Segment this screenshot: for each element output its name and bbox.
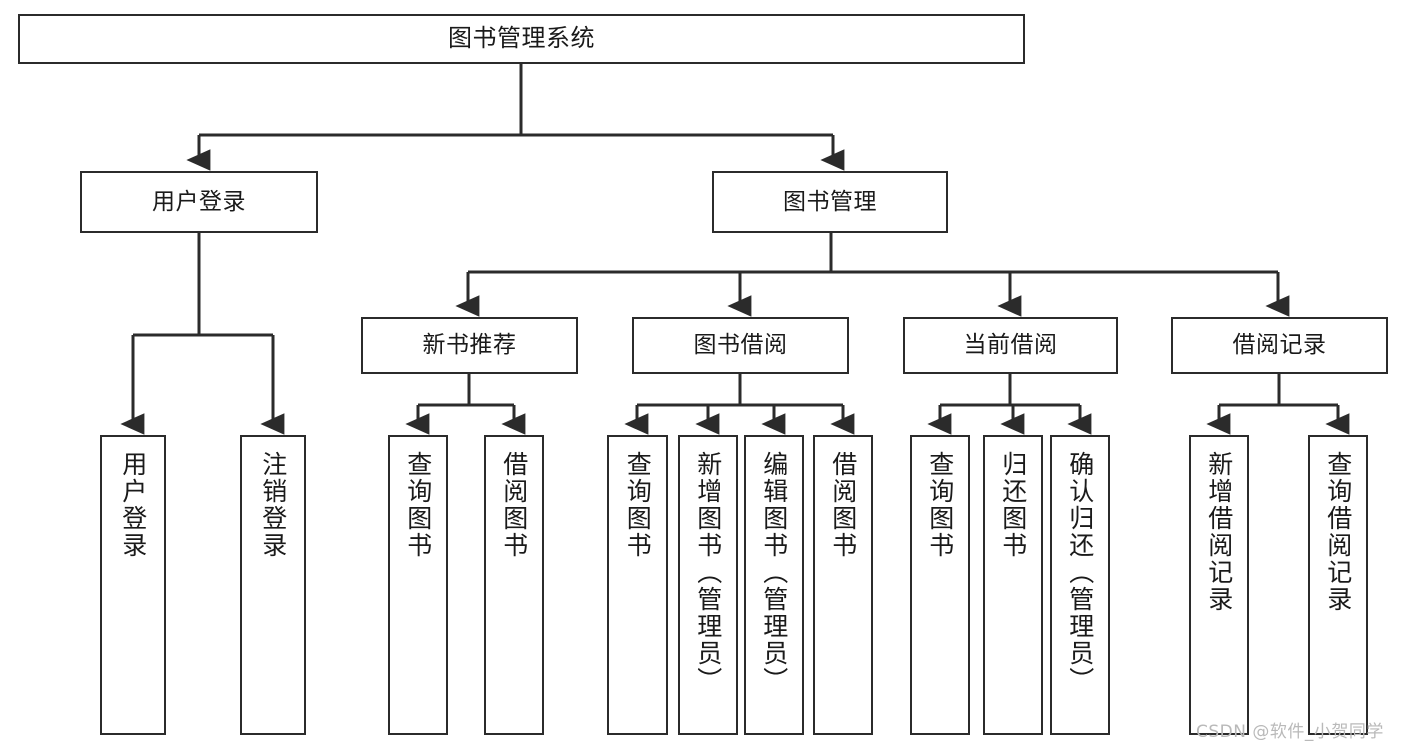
node-root[interactable]: 图书管理系统: [18, 14, 1025, 64]
node-book-manage[interactable]: 图书管理: [712, 171, 948, 233]
node-book-borrow-label: 图书借阅: [693, 332, 788, 359]
node-root-label: 图书管理系统: [448, 24, 595, 53]
node-leaf-confirm-return[interactable]: 确认归还（管理员）: [1050, 435, 1110, 735]
node-leaf-confirm-return-label: 确认归还（管理员）: [1065, 451, 1095, 694]
node-leaf-query-book-3[interactable]: 查询图书: [910, 435, 970, 735]
node-leaf-return-book-label: 归还图书: [998, 451, 1028, 559]
node-leaf-query-book-3-label: 查询图书: [925, 451, 955, 559]
node-leaf-borrow-book-1-label: 借阅图书: [499, 451, 529, 559]
node-leaf-query-record[interactable]: 查询借阅记录: [1308, 435, 1368, 735]
node-leaf-return-book[interactable]: 归还图书: [983, 435, 1043, 735]
node-leaf-add-record-label: 新增借阅记录: [1204, 451, 1234, 613]
node-book-manage-label: 图书管理: [783, 188, 877, 215]
node-leaf-add-book-label: 新增图书（管理员）: [693, 451, 723, 694]
node-leaf-borrow-book-2-label: 借阅图书: [828, 451, 858, 559]
node-leaf-query-book-1-label: 查询图书: [403, 451, 433, 559]
node-user-login[interactable]: 用户登录: [80, 171, 318, 233]
node-leaf-query-record-label: 查询借阅记录: [1323, 451, 1353, 613]
node-borrow-record-label: 借阅记录: [1232, 332, 1327, 359]
node-leaf-edit-book[interactable]: 编辑图书（管理员）: [744, 435, 804, 735]
node-book-borrow[interactable]: 图书借阅: [632, 317, 849, 374]
node-new-book-rec-label: 新书推荐: [422, 332, 517, 359]
node-leaf-edit-book-label: 编辑图书（管理员）: [759, 451, 789, 694]
node-user-login-label: 用户登录: [152, 188, 246, 215]
node-leaf-user-logout-label: 注销登录: [258, 451, 288, 559]
node-leaf-query-book-2[interactable]: 查询图书: [607, 435, 668, 735]
node-leaf-borrow-book-1[interactable]: 借阅图书: [484, 435, 544, 735]
node-leaf-query-book-2-label: 查询图书: [623, 451, 653, 559]
node-leaf-user-logout[interactable]: 注销登录: [240, 435, 306, 735]
node-leaf-user-login[interactable]: 用户登录: [100, 435, 166, 735]
node-leaf-user-login-label: 用户登录: [118, 451, 148, 559]
node-borrow-record[interactable]: 借阅记录: [1171, 317, 1388, 374]
watermark-text: CSDN @软件_小贺同学: [1196, 722, 1384, 742]
node-new-book-rec[interactable]: 新书推荐: [361, 317, 578, 374]
node-current-borrow[interactable]: 当前借阅: [903, 317, 1118, 374]
node-leaf-add-record[interactable]: 新增借阅记录: [1189, 435, 1249, 735]
node-leaf-borrow-book-2[interactable]: 借阅图书: [813, 435, 873, 735]
node-leaf-add-book[interactable]: 新增图书（管理员）: [678, 435, 738, 735]
node-leaf-query-book-1[interactable]: 查询图书: [388, 435, 448, 735]
node-current-borrow-label: 当前借阅: [963, 332, 1058, 359]
